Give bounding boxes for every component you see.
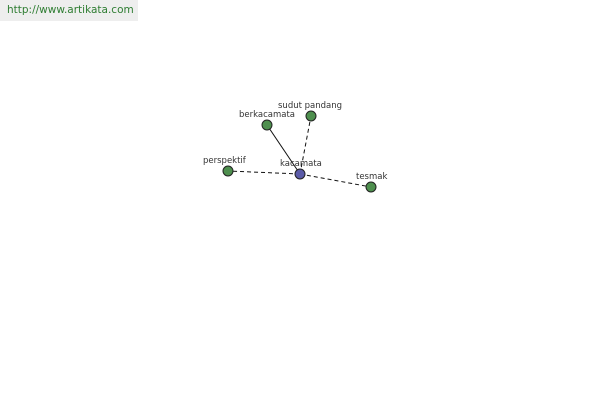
node-label-kacamata[interactable]: kacamata: [280, 159, 322, 169]
node-label-perspektif[interactable]: perspektif: [203, 156, 247, 166]
source-url[interactable]: http://www.artikata.com: [0, 0, 138, 21]
node-label-berkacamata[interactable]: berkacamata: [239, 110, 295, 120]
node-sudut-pandang[interactable]: sudut pandang: [278, 101, 342, 122]
edge-kacamata-berkacamata: [266, 124, 301, 175]
edge-kacamata-sudut-pandang: [299, 115, 312, 175]
node-perspektif[interactable]: perspektif: [203, 156, 247, 177]
node-dot-kacamata[interactable]: [294, 168, 306, 180]
node-dot-tesmak[interactable]: [365, 181, 377, 193]
node-dot-berkacamata[interactable]: [261, 119, 273, 131]
edge-kacamata-tesmak: [299, 173, 372, 188]
node-kacamata[interactable]: kacamata: [280, 159, 322, 180]
node-label-sudut-pandang[interactable]: sudut pandang: [278, 101, 342, 111]
node-tesmak[interactable]: tesmak: [356, 172, 387, 193]
node-label-tesmak[interactable]: tesmak: [356, 172, 387, 182]
edges-layer: [227, 115, 372, 188]
node-dot-sudut-pandang[interactable]: [305, 110, 317, 122]
edge-kacamata-perspektif: [227, 170, 301, 175]
node-dot-perspektif[interactable]: [222, 165, 234, 177]
node-berkacamata[interactable]: berkacamata: [239, 110, 295, 131]
